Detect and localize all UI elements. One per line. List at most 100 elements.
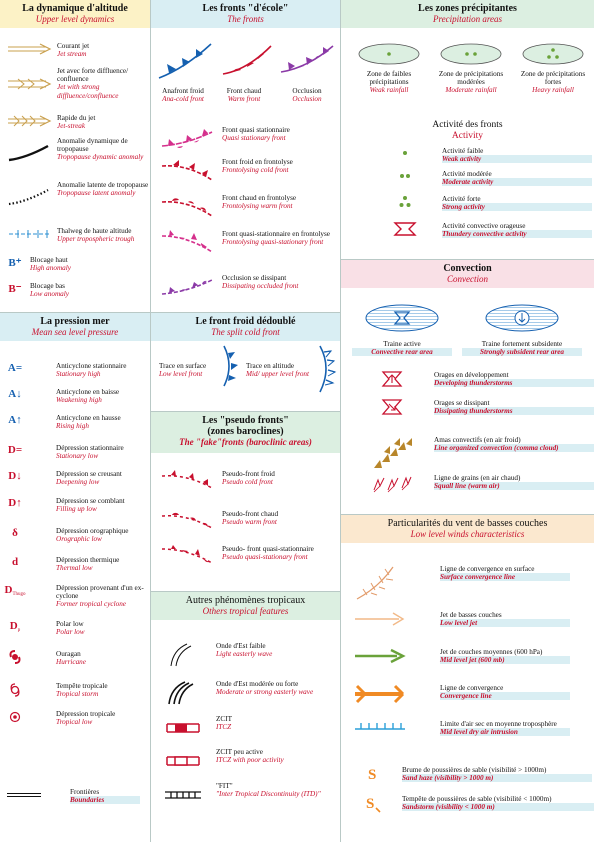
label-en: Developing thunderstorms <box>434 379 594 388</box>
label-en: Pseudo cold front <box>222 478 273 487</box>
label-en: Boundaries <box>70 796 140 805</box>
legend-symbol <box>162 782 204 808</box>
label-en: Frontolysing cold front <box>222 166 289 175</box>
legend-symbol <box>158 274 216 300</box>
label-fr: Brume de poussières de sable (visibilité… <box>402 766 547 774</box>
label-fr: Activité forte <box>442 195 481 203</box>
convective-rear-icon <box>365 304 439 332</box>
legend-symbol <box>158 230 216 256</box>
label-en: Sand haze (visibility > 1000 m) <box>402 774 592 783</box>
tropical-low-icon <box>9 711 21 723</box>
legend-symbol <box>4 42 54 56</box>
pressure-symbol-icon: A= <box>7 362 23 374</box>
label-fr: ZCIT <box>216 715 232 723</box>
legend-symbol <box>158 545 216 567</box>
squall-line-icon <box>373 476 412 493</box>
section-title: La pression mer <box>40 316 110 327</box>
label-en: Weak activity <box>442 155 592 164</box>
label-fr: Anticyclone en baisse <box>56 388 120 396</box>
label-fr: Zone de faibles précipitations <box>366 70 412 87</box>
label-fr: Orages en développement <box>434 371 509 379</box>
legend-symbol <box>158 194 216 220</box>
section-header: Autres phénomènes tropicaux Others tropi… <box>151 592 340 620</box>
legend-symbol: DThugo <box>4 584 26 597</box>
itd-icon <box>165 791 201 799</box>
legend-label: Amas convectifs (en air froid)Line organ… <box>434 436 594 453</box>
section-subtitle: The split cold front <box>211 327 280 337</box>
moderate-activity-icon <box>400 174 410 178</box>
warm-front-icon <box>222 45 272 75</box>
legend-symbol <box>350 648 410 664</box>
label-en: High anomaly <box>30 264 71 273</box>
svg-text:S: S <box>366 796 374 812</box>
label-en: Low anomaly <box>30 290 69 299</box>
label-fr: Dépression thermique <box>56 556 120 564</box>
label-fr: "FIT" <box>216 782 233 790</box>
pressure-symbol-icon: A↑ <box>8 414 22 426</box>
legend-symbol: S <box>362 795 386 813</box>
label-en: Frontolysing warm front <box>222 202 293 211</box>
jet-streak-icon <box>8 115 52 127</box>
upper-level-front-icon <box>319 345 337 393</box>
legend-symbol <box>392 222 418 236</box>
activity-title: Activité des fronts <box>432 120 503 130</box>
pseudo-warm-front-icon <box>161 512 213 529</box>
legend-symbol <box>350 720 410 732</box>
label-en: Heavy rainfall <box>532 86 574 95</box>
label-en: ITCZ with poor activity <box>216 756 284 765</box>
frontolysing-warm-front-icon <box>161 198 213 217</box>
label-en: Rising high <box>56 422 89 431</box>
tropopause-latent-icon <box>8 189 49 206</box>
section-subtitle: Others tropical features <box>202 606 289 616</box>
section-subtitle: The "fake"fronts (baroclinic areas) <box>179 437 312 447</box>
label-en: Polar low <box>56 628 85 637</box>
quasi-stationary-front-icon <box>161 129 213 148</box>
legend-symbol <box>392 195 418 209</box>
section-fronts: Les fronts "d'école" The fronts <box>151 0 340 312</box>
column-right: Les zones précipitantes Precipitation ar… <box>341 0 594 842</box>
label-fr: Activité convective orageuse <box>442 222 526 230</box>
label-en: Moderate rainfall <box>445 86 497 95</box>
label-fr: Trace en surface <box>159 362 207 370</box>
section-subtitle: Upper level dynamics <box>35 14 115 24</box>
section-convection: Convection Convection <box>341 259 594 514</box>
label-fr: Dépression provenant d'un ex-cyclone <box>56 584 144 601</box>
label-fr: Trace en altitude <box>246 362 295 370</box>
label-fr: Orages se dissipant <box>434 399 490 407</box>
legend-symbol <box>6 788 42 802</box>
dissipating-occlusion-icon <box>161 279 213 295</box>
section-title: Les "pseudo fronts" <box>202 415 289 426</box>
label-en: Convergence line <box>440 692 570 701</box>
boundaries-icon <box>7 793 41 797</box>
sandstorm-icon: S <box>366 796 381 813</box>
label-en: Ana-cold front <box>162 95 204 104</box>
legend-item-convection: Amas convectifs (en air froid)Line organ… <box>370 436 594 470</box>
